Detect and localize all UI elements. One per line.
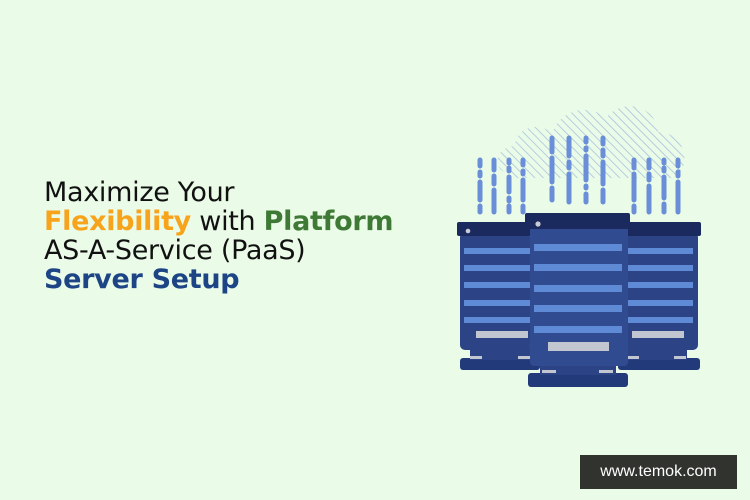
headline-highlight-flexibility: Flexibility — [44, 206, 191, 237]
server-rack-icon-center — [525, 213, 630, 387]
cloud-icon — [497, 106, 685, 178]
server-rack-icon-right — [618, 222, 701, 370]
headline-line-4: Server Setup — [44, 264, 240, 295]
headline-line-2: Flexibility with Platform — [44, 207, 393, 236]
headline-word-with: with — [199, 206, 256, 237]
headline-line-3: AS-A-Service (PaaS) — [44, 235, 306, 266]
headline-highlight-platform: Platform — [263, 206, 394, 237]
website-url-badge: www.temok.com — [580, 455, 737, 489]
headline: Maximize Your Flexibility with Platform … — [44, 178, 393, 294]
server-rack-icon-left — [457, 222, 540, 370]
headline-line-1: Maximize Your — [44, 177, 235, 208]
data-stream-icon — [477, 135, 681, 215]
